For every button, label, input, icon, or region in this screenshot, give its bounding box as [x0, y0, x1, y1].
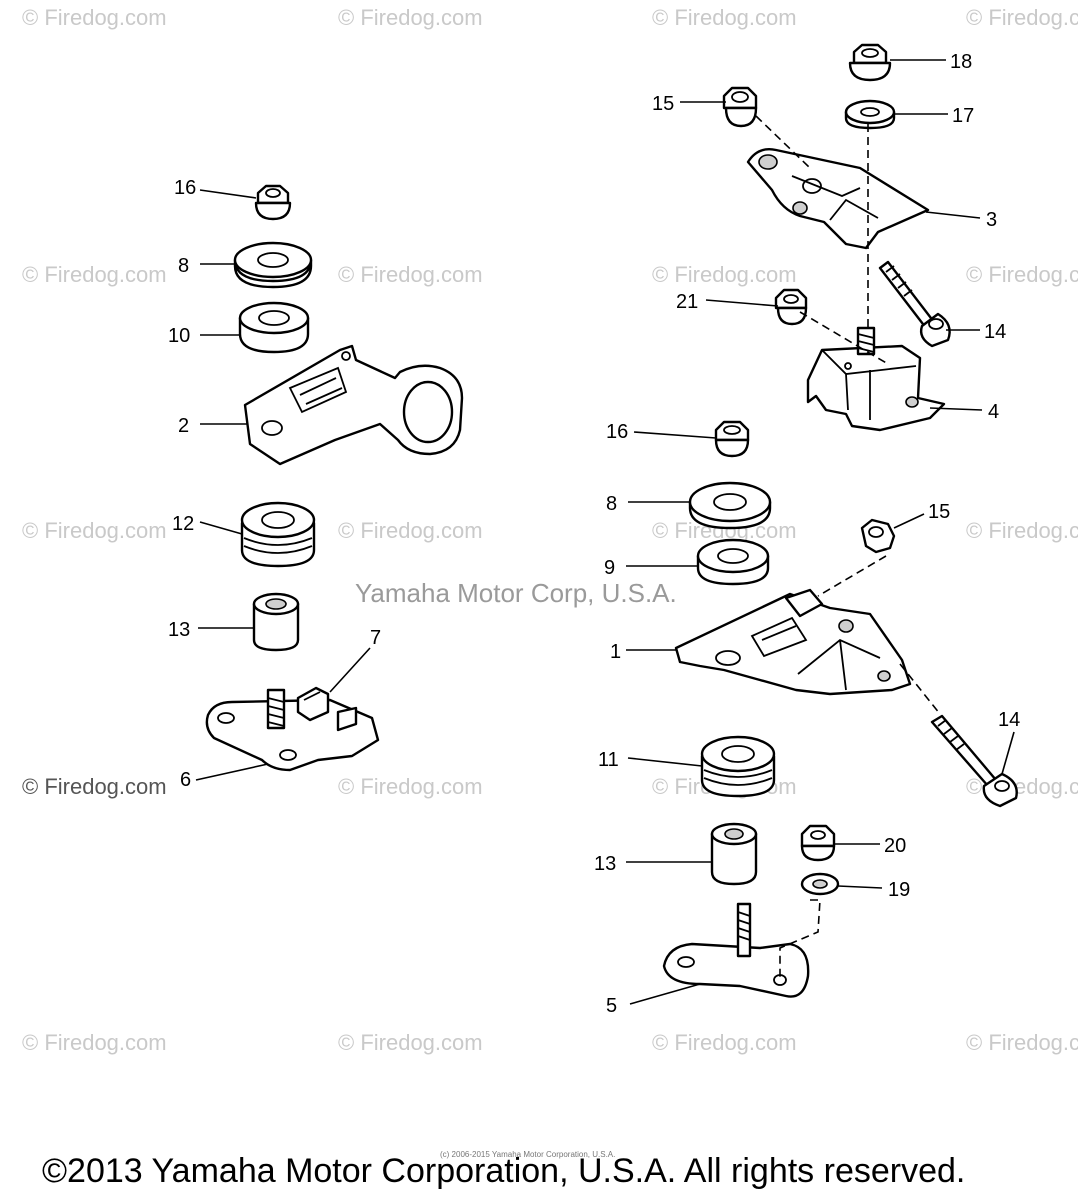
- part-mount-4[interactable]: [806, 326, 946, 432]
- part-nut-20[interactable]: [800, 824, 836, 862]
- part-bolt-14-top[interactable]: [878, 260, 951, 348]
- watermark: © Firedog.com: [652, 5, 797, 30]
- watermark: © Firedog.com: [22, 262, 167, 287]
- watermark: © Firedog.com: [966, 1030, 1078, 1055]
- callout-14-bottom: 14: [998, 709, 1020, 731]
- part-collar-13-left[interactable]: [252, 592, 300, 652]
- copyright-footer: ©2013 Yamaha Motor Corporation, U.S.A. A…: [42, 1152, 966, 1190]
- part-nut-16-right[interactable]: [714, 420, 750, 458]
- callout-15-right: 15: [928, 501, 950, 523]
- callout-10: 10: [168, 325, 190, 347]
- part-grommet-10[interactable]: [238, 301, 310, 354]
- callout-16-left: 16: [174, 177, 196, 199]
- part-bracket-2[interactable]: [243, 344, 464, 466]
- center-watermark: Yamaha Motor Corp, U.S.A.: [355, 578, 677, 608]
- watermark: © Firedog.com: [652, 262, 797, 287]
- watermark: © Firedog.com: [22, 1030, 167, 1055]
- part-washer-19[interactable]: [800, 872, 840, 896]
- callout-5: 5: [606, 995, 617, 1017]
- part-nut-16-left[interactable]: [254, 184, 292, 221]
- callout-8-left: 8: [178, 255, 189, 277]
- watermark: © Firedog.com: [338, 1030, 483, 1055]
- callout-14-top: 14: [984, 321, 1006, 343]
- part-bolt-14-bottom[interactable]: [930, 714, 1018, 808]
- part-nut-15-top[interactable]: [722, 86, 758, 128]
- part-clip-7[interactable]: [296, 686, 330, 722]
- watermark: © Firedog.com: [338, 262, 483, 287]
- watermark: © Firedog.com: [966, 518, 1078, 543]
- callout-21: 21: [676, 291, 698, 313]
- part-washer-8-right[interactable]: [688, 481, 772, 530]
- callout-15-top: 15: [652, 93, 674, 115]
- watermark: © Firedog.com: [652, 1030, 797, 1055]
- callout-8-right: 8: [606, 493, 617, 515]
- callout-7: 7: [370, 627, 381, 649]
- fine-print: (c) 2006-2015 Yamaha Motor Corporation, …: [440, 1150, 616, 1159]
- callout-17: 17: [952, 105, 974, 127]
- part-grommet-11[interactable]: [700, 735, 776, 798]
- watermark: © Firedog.com: [22, 518, 167, 543]
- part-bracket-3[interactable]: [746, 148, 930, 250]
- part-grommet-12[interactable]: [240, 501, 316, 568]
- watermark: © Firedog.com: [966, 262, 1078, 287]
- part-plate-5[interactable]: [662, 902, 810, 998]
- watermark: © Firedog.com: [22, 774, 167, 799]
- callout-1: 1: [610, 641, 621, 663]
- callout-16-right: 16: [606, 421, 628, 443]
- part-nut-15-right[interactable]: [860, 518, 896, 554]
- callout-13-right: 13: [594, 853, 616, 875]
- part-washer-8-left[interactable]: [233, 241, 313, 289]
- callout-13-left: 13: [168, 619, 190, 641]
- callout-18: 18: [950, 51, 972, 73]
- part-washer-17[interactable]: [844, 99, 896, 130]
- part-nut-21[interactable]: [774, 288, 808, 326]
- watermark: © Firedog.com: [966, 5, 1078, 30]
- watermark: © Firedog.com: [338, 518, 483, 543]
- watermark: © Firedog.com: [22, 5, 167, 30]
- part-collar-13-right[interactable]: [710, 822, 758, 886]
- part-grommet-9[interactable]: [696, 538, 770, 586]
- callout-11: 11: [598, 749, 619, 771]
- callout-3: 3: [986, 209, 997, 231]
- watermark: © Firedog.com: [338, 774, 483, 799]
- part-bracket-1[interactable]: [674, 588, 912, 696]
- callout-19: 19: [888, 879, 910, 901]
- callout-4: 4: [988, 401, 999, 423]
- watermark: © Firedog.com: [338, 5, 483, 30]
- callout-9: 9: [604, 557, 615, 579]
- part-plate-6[interactable]: [205, 688, 380, 772]
- callout-2: 2: [178, 415, 189, 437]
- callout-6: 6: [180, 769, 191, 791]
- callout-12: 12: [172, 513, 194, 535]
- part-nut-18[interactable]: [848, 43, 892, 82]
- callout-20: 20: [884, 835, 906, 857]
